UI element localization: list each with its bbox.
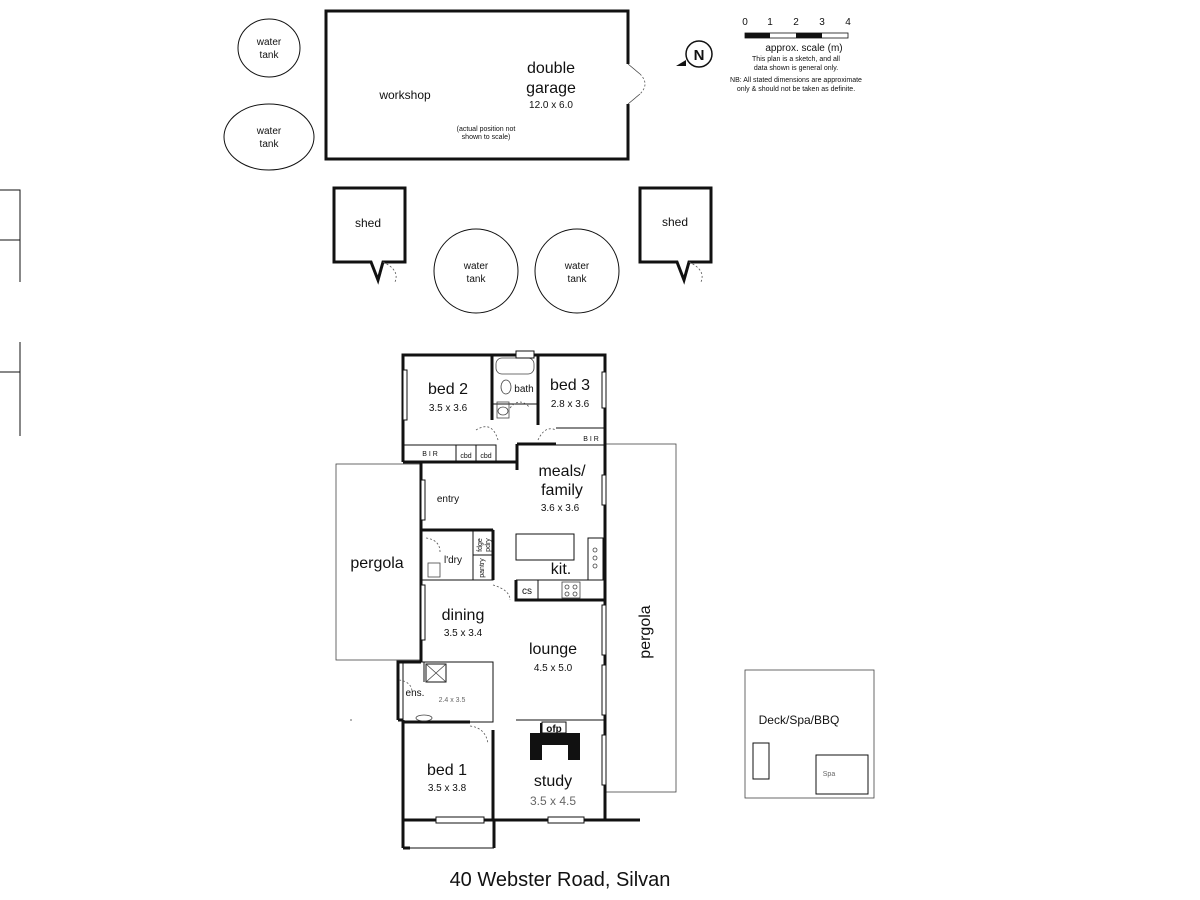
pergola-right: pergola <box>605 443 677 793</box>
shed-right: shed <box>638 186 713 285</box>
meals-label: meals/ <box>538 463 586 480</box>
tank-label: water <box>256 37 282 48</box>
spa-label: Spa <box>823 771 836 778</box>
garage-note: (actual position not <box>457 126 516 133</box>
meals-label: family <box>541 482 583 499</box>
bed2-dimensions: 3.5 x 3.6 <box>429 403 468 414</box>
bath-label: bath <box>514 384 533 395</box>
scale-bar: 0 1 2 3 4 approx. scale (m) This plan is… <box>730 17 862 93</box>
svg-text:3: 3 <box>819 17 825 28</box>
bed1-label: bed 1 <box>427 762 467 779</box>
water-tank-2: water tank <box>223 103 315 171</box>
dining-dimensions: 3.5 x 3.4 <box>444 628 483 639</box>
ensuite-label: ens. <box>406 688 425 699</box>
pergola-left: pergola <box>335 463 421 661</box>
lounge-label: lounge <box>529 641 577 658</box>
study-dimensions: 3.5 x 4.5 <box>530 794 576 808</box>
interior-walls <box>401 355 605 820</box>
shed-label: shed <box>662 215 688 229</box>
shed-label: shed <box>355 216 381 230</box>
ensuite-dimensions: 2.4 x 3.5 <box>439 697 466 704</box>
garage-note: shown to scale) <box>462 134 511 141</box>
svg-text:4: 4 <box>845 17 851 28</box>
entry-label: entry <box>437 494 459 505</box>
workshop-label: workshop <box>378 88 431 102</box>
windows <box>402 350 607 824</box>
compass-icon: N <box>676 40 713 68</box>
dining-label: dining <box>442 607 485 624</box>
bed3-label: bed 3 <box>550 377 590 394</box>
tank-label: tank <box>568 274 588 285</box>
water-tank-4: water tank <box>534 228 620 314</box>
edge-fragments <box>0 189 21 436</box>
scale-note: data shown is general only. <box>754 65 838 72</box>
address-title: 40 Webster Road, Silvan <box>450 869 671 891</box>
tank-label: tank <box>260 139 280 150</box>
svg-text:1: 1 <box>767 17 773 28</box>
garage-label: garage <box>526 80 576 97</box>
tank-label: water <box>256 126 282 137</box>
shed-left: shed <box>332 186 407 285</box>
room-labels: bed 2 3.5 x 3.6 bath bed 3 2.8 x 3.6 B I… <box>406 377 599 808</box>
garage-building: workshop double garage 12.0 x 6.0 (actua… <box>324 9 646 161</box>
deck-area: Deck/Spa/BBQ Spa <box>744 669 875 799</box>
laundry-label: l'dry <box>444 555 462 566</box>
tank-label: tank <box>260 50 280 61</box>
compass-letter: N <box>694 47 705 64</box>
kitchen-label: kit. <box>551 561 571 578</box>
fireplace-icon: ofp <box>530 721 580 760</box>
bed2-label: bed 2 <box>428 381 468 398</box>
cooktop-icon <box>427 547 598 599</box>
scale-note: NB: All stated dimensions are approximat… <box>730 77 862 84</box>
water-tank-1: water tank <box>237 18 301 78</box>
cbd-label: cbd <box>460 453 471 460</box>
pergola-label: pergola <box>637 605 654 658</box>
pdry-label: pdry <box>485 538 492 552</box>
door-swings <box>350 401 557 745</box>
tank-label: water <box>463 261 489 272</box>
pantry-label: pantry <box>479 558 486 578</box>
bed1-dimensions: 3.5 x 3.8 <box>428 783 467 794</box>
pergola-label: pergola <box>350 555 403 572</box>
water-tank-3: water tank <box>433 228 519 314</box>
svg-text:0: 0 <box>742 17 748 28</box>
bir-label: B I R <box>583 436 599 443</box>
garage-label: double <box>527 60 575 77</box>
deck-label: Deck/Spa/BBQ <box>759 713 840 727</box>
cs-label: cs <box>522 586 532 597</box>
tank-label: tank <box>467 274 487 285</box>
scale-note: This plan is a sketch, and all <box>752 56 840 63</box>
scale-note: only & should not be taken as definite. <box>737 86 855 93</box>
meals-dimensions: 3.6 x 3.6 <box>541 503 580 514</box>
ofp-label: ofp <box>546 724 562 735</box>
lounge-dimensions: 4.5 x 5.0 <box>534 663 573 674</box>
bir-label: B I R <box>422 451 438 458</box>
cbd-label: cbd <box>480 453 491 460</box>
study-label: study <box>534 773 572 790</box>
bed3-dimensions: 2.8 x 3.6 <box>551 399 590 410</box>
garage-dimensions: 12.0 x 6.0 <box>529 100 573 111</box>
svg-text:2: 2 <box>793 17 799 28</box>
fridge-label: fdge <box>477 538 484 552</box>
scale-label: approx. scale (m) <box>765 43 842 54</box>
tank-label: water <box>564 261 590 272</box>
